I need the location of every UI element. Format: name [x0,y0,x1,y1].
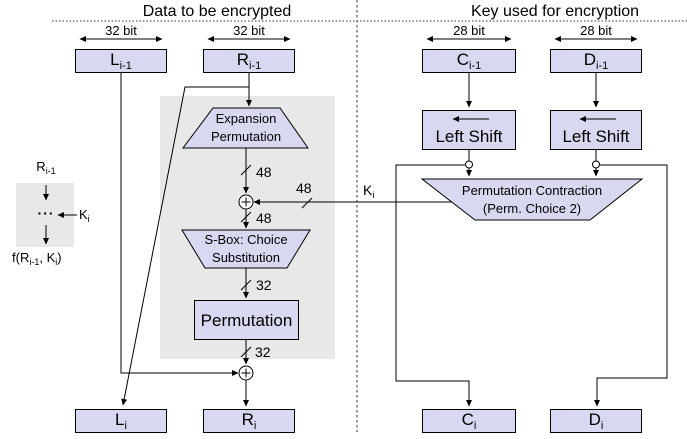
slash-48-xor [240,211,252,223]
buswidth-label-48-xor: 48 [256,210,272,226]
left-shift-c-block: Left Shift [422,110,516,150]
expansion-permutation-label: Expansion Permutation [210,111,282,144]
permutation-block: Permutation [194,300,299,340]
subkey-label: Ki [363,182,375,200]
permutation-contraction-label: Permutation Contraction (Perm. Choice 2) [461,183,603,216]
register-box-d-i: Di [550,409,642,433]
slash-48-key [301,197,313,209]
bitwidth-label-d: 28 bit [580,23,612,38]
bitwidth-label-r: 32 bit [233,23,265,38]
bitwidth-label-l: 32 bit [105,23,137,38]
left-shift-d-block: Left Shift [550,110,642,150]
register-box-c-i: Ci [422,409,516,433]
register-box-r-i: Ri [203,409,295,433]
buswidth-label-32-perm: 32 [255,344,271,360]
xor-node-output [238,365,254,381]
bitwidth-label-c: 28 bit [453,23,485,38]
legend-dots: ··· [37,205,55,221]
left-shift-arrow-icon [452,116,489,122]
branch-dot-d [592,160,600,169]
slash-32-perm [240,346,252,358]
register-box-c-prev: Ci-1 [422,49,516,73]
section-title-data: Data to be encrypted [142,3,292,20]
register-box-l-i: Li [75,409,167,433]
slash-32-sbox [240,279,252,291]
branch-dot-c [465,160,473,169]
left-shift-arrow-icon [579,116,616,122]
buswidth-label-48-key: 48 [296,180,312,196]
slash-48-expansion [240,164,252,176]
register-box-d-prev: Di-1 [550,49,642,73]
section-title-key: Key used for encryption [470,3,640,20]
sbox-label: S-Box: Choice Substitution [204,232,288,265]
legend-input-label: Ri-1 [36,159,56,176]
legend-output-label: f(Ri-1, Ki) [12,250,62,267]
register-box-r-prev: Ri-1 [203,49,295,73]
xor-node-key [238,194,254,210]
register-box-l-prev: Li-1 [75,49,167,73]
legend-key-label: Ki [79,207,90,224]
buswidth-label-48-expansion: 48 [256,164,272,180]
buswidth-label-32-sbox: 32 [256,277,272,293]
